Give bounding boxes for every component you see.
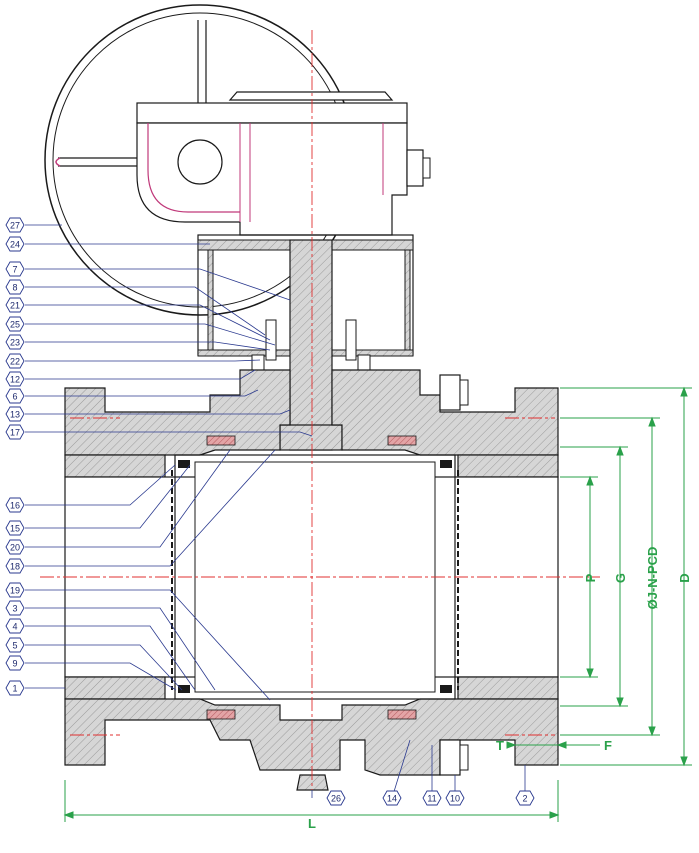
dimension-lines	[63, 386, 692, 822]
svg-text:13: 13	[10, 410, 20, 420]
svg-text:5: 5	[12, 641, 17, 651]
balloon-12: 12	[5, 371, 25, 387]
svg-text:11: 11	[427, 794, 436, 804]
balloon-21: 21	[5, 297, 25, 313]
svg-text:18: 18	[10, 562, 20, 572]
dim-G: G	[613, 573, 628, 583]
balloon-25: 25	[5, 316, 25, 332]
part-balloons: 27 24 7 8 21 25 23 22 12 6 13 17 16 15 2…	[5, 217, 535, 806]
balloon-3: 3	[5, 600, 25, 616]
svg-text:19: 19	[10, 586, 20, 596]
input-shaft-hole	[177, 139, 223, 185]
dim-F: F	[604, 738, 612, 753]
balloon-16: 16	[5, 497, 25, 513]
dim-T: T	[496, 738, 504, 753]
svg-text:21: 21	[10, 301, 20, 311]
leader-lines	[25, 224, 526, 799]
drain-plug	[296, 774, 329, 791]
balloon-8: 8	[5, 279, 25, 295]
balloon-5: 5	[5, 637, 25, 653]
balloon-24: 24	[5, 236, 25, 252]
svg-text:16: 16	[10, 501, 20, 511]
svg-text:14: 14	[387, 794, 397, 804]
balloon-17: 17	[5, 424, 25, 440]
svg-text:10: 10	[450, 794, 460, 804]
svg-text:6: 6	[12, 392, 17, 402]
dimension-labels: P G ØJ-N-PCD D T F L	[308, 547, 692, 831]
dim-P: P	[583, 573, 598, 582]
svg-text:17: 17	[10, 428, 20, 438]
svg-text:9: 9	[12, 659, 17, 669]
dim-J-N-PCD: ØJ-N-PCD	[645, 547, 660, 610]
svg-text:27: 27	[10, 221, 20, 231]
svg-text:23: 23	[10, 338, 20, 348]
balloon-7: 7	[5, 261, 25, 277]
svg-text:24: 24	[10, 240, 20, 250]
balloon-2: 2	[515, 790, 535, 806]
balloon-4: 4	[5, 618, 25, 634]
balloon-13: 13	[5, 406, 25, 422]
svg-text:12: 12	[10, 375, 20, 385]
svg-text:26: 26	[331, 794, 341, 804]
svg-text:1: 1	[12, 684, 17, 694]
svg-text:4: 4	[12, 622, 17, 632]
centerlines	[40, 30, 600, 790]
balloon-23: 23	[5, 334, 25, 350]
balloon-26: 26	[326, 790, 346, 806]
balloon-20: 20	[5, 539, 25, 555]
dim-D: D	[677, 573, 692, 582]
svg-text:8: 8	[12, 283, 17, 293]
balloon-6: 6	[5, 388, 25, 404]
svg-text:25: 25	[10, 320, 20, 330]
balloon-15: 15	[5, 520, 25, 536]
balloon-11: 11	[422, 790, 442, 806]
body-bolt	[439, 374, 469, 776]
stem	[279, 239, 343, 451]
svg-text:2: 2	[522, 794, 527, 804]
dim-L: L	[308, 816, 316, 831]
balloon-19: 19	[5, 582, 25, 598]
balloon-22: 22	[5, 353, 25, 369]
balloon-27: 27	[5, 217, 25, 233]
svg-text:3: 3	[12, 604, 17, 614]
svg-text:20: 20	[10, 543, 20, 553]
svg-text:15: 15	[10, 524, 20, 534]
balloon-14: 14	[382, 790, 402, 806]
seat-rings	[178, 435, 452, 720]
balloon-10: 10	[445, 790, 465, 806]
gearbox	[136, 91, 431, 236]
svg-text:7: 7	[12, 265, 17, 275]
svg-text:22: 22	[10, 357, 20, 367]
gearbox-bolt-head	[406, 149, 424, 187]
balloon-1: 1	[5, 680, 25, 696]
balloon-9: 9	[5, 655, 25, 671]
balloon-18: 18	[5, 558, 25, 574]
